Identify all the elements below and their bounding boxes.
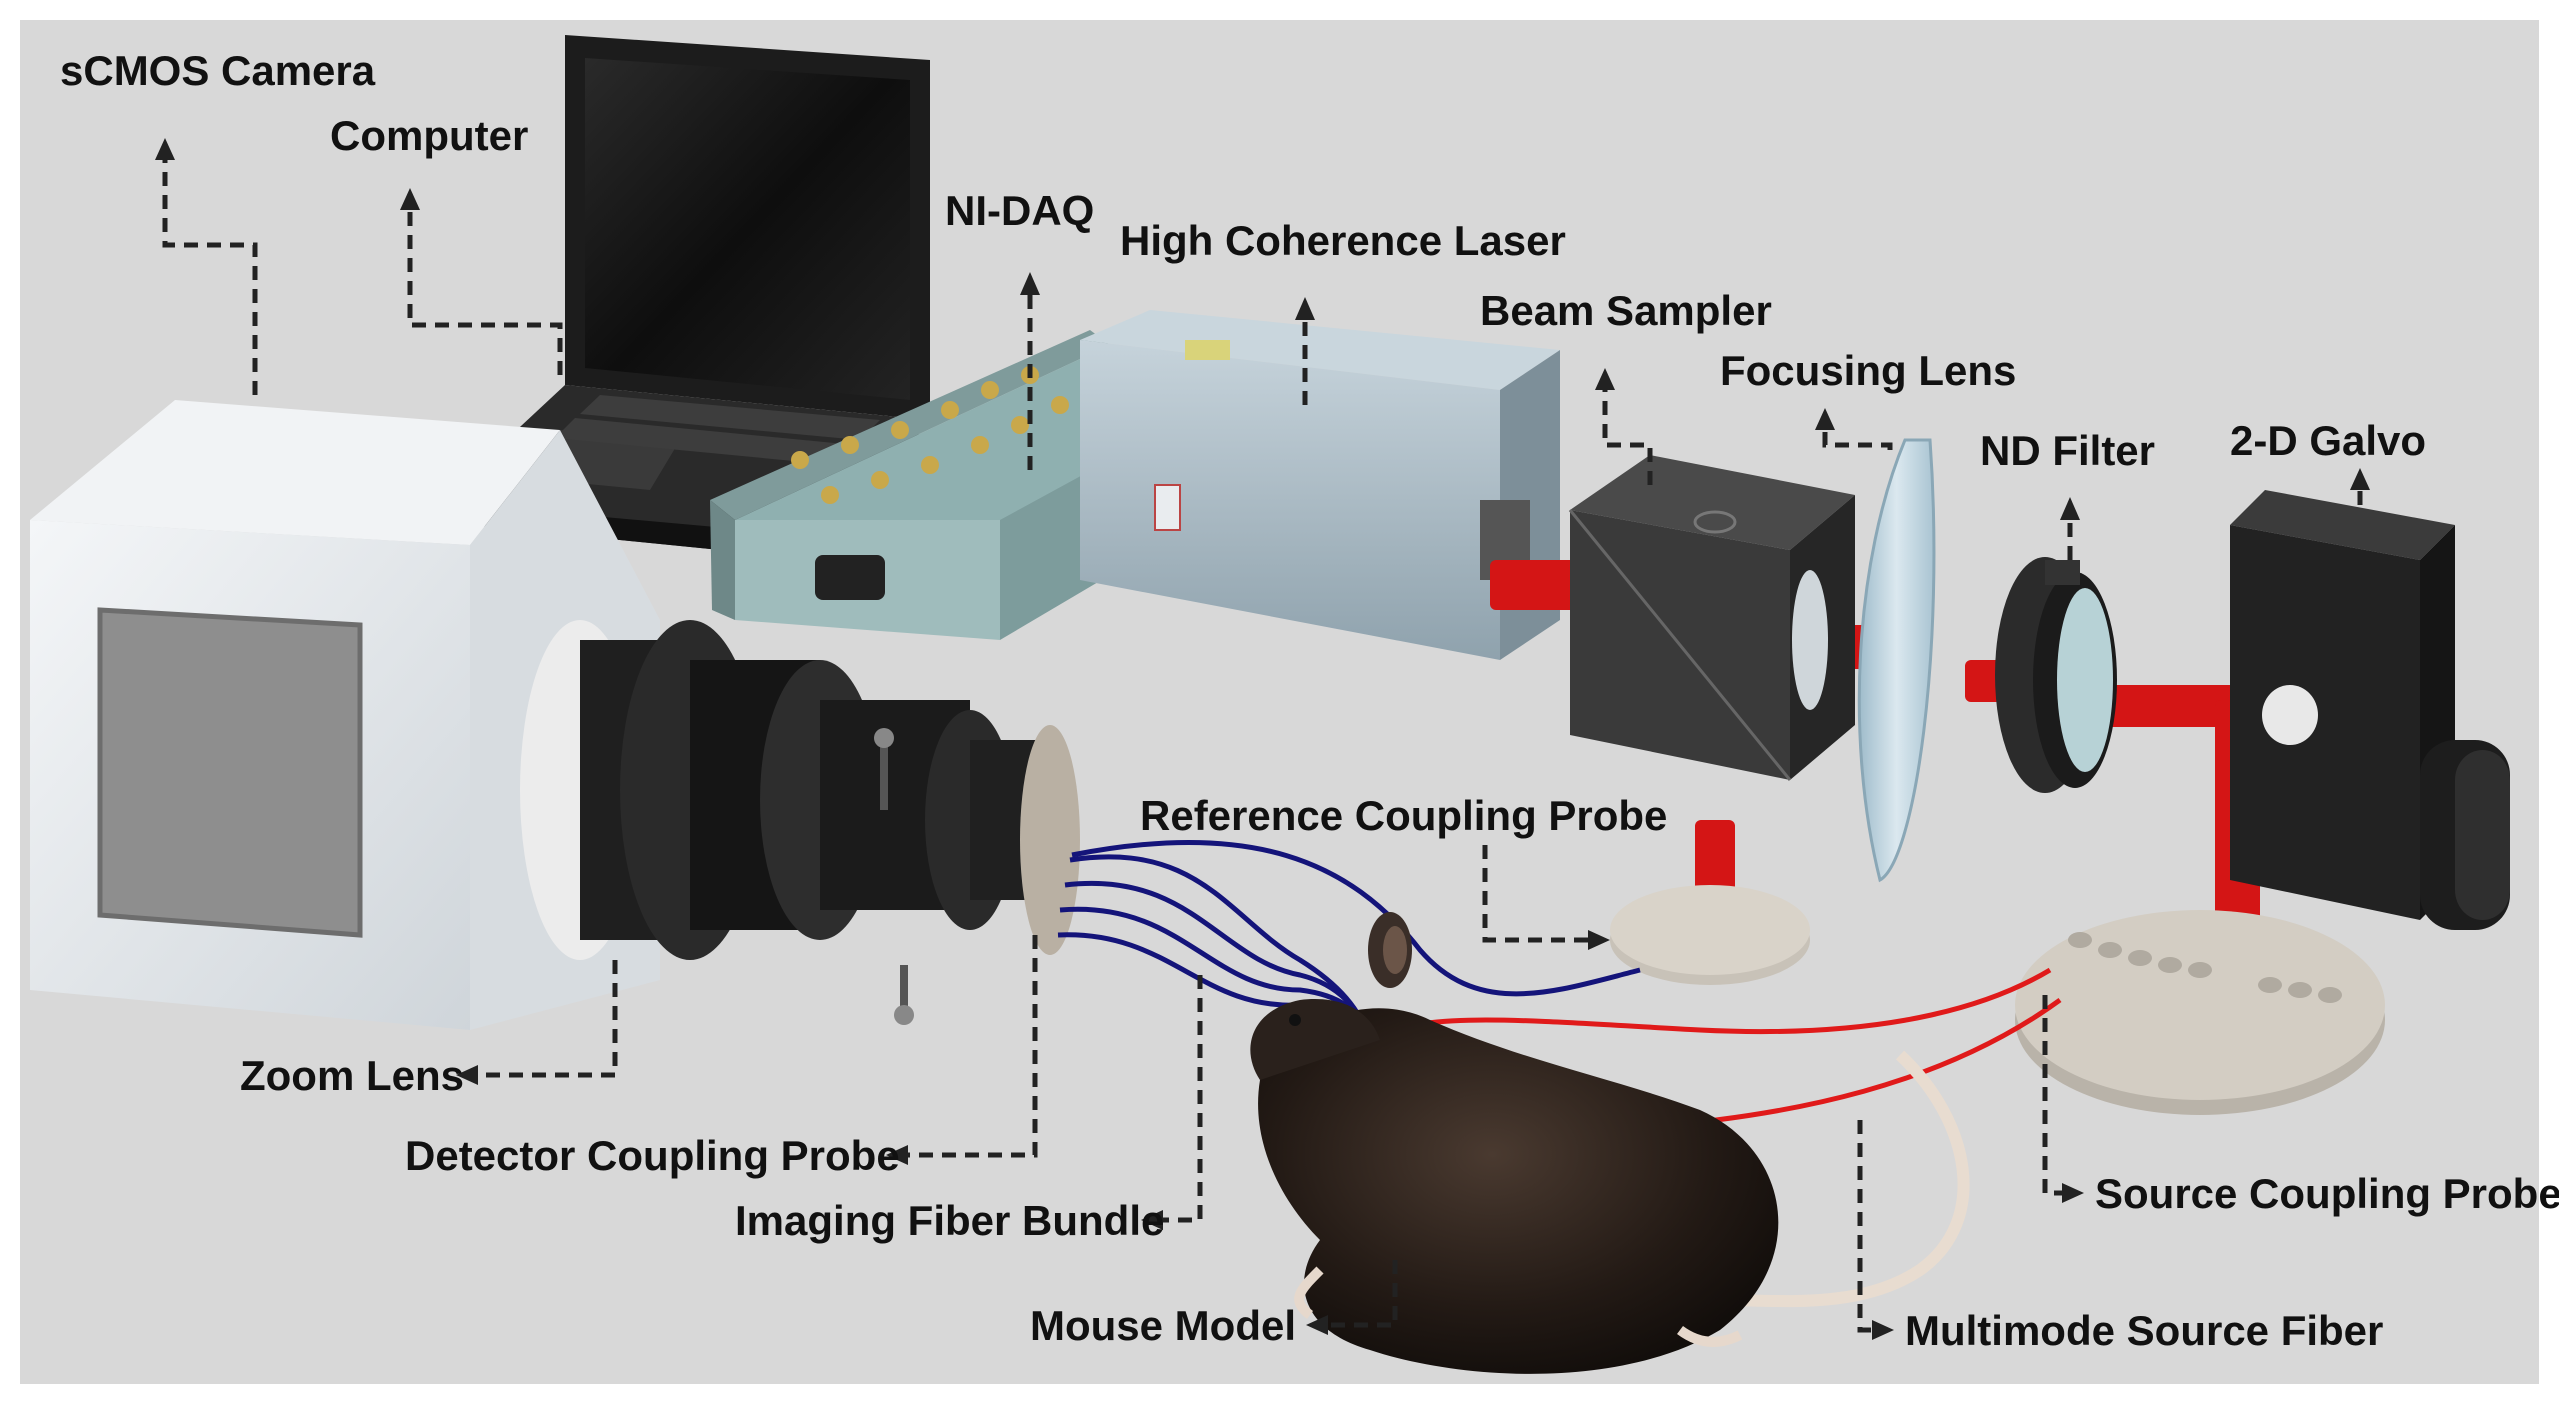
label-scmos-camera: sCMOS Camera <box>60 47 376 94</box>
label-reference-coupling-probe: Reference Coupling Probe <box>1140 792 1667 839</box>
label-ni-daq: NI-DAQ <box>945 187 1094 234</box>
source-coupling-plate <box>2015 910 2385 1115</box>
label-nd-filter: ND Filter <box>1980 427 2155 474</box>
galvo-scanner <box>2230 490 2510 930</box>
mouse-model <box>1250 912 1970 1374</box>
label-multimode-source-fiber: Multimode Source Fiber <box>1905 1307 2383 1354</box>
label-mouse-model: Mouse Model <box>1030 1302 1296 1349</box>
scmos-camera <box>30 400 660 1030</box>
ni-daq-box <box>710 330 1110 640</box>
nd-filter <box>1995 557 2117 793</box>
label-beam-sampler: Beam Sampler <box>1480 287 1772 334</box>
beam-sampler-cube <box>1568 455 1855 985</box>
label-imaging-fiber-bundle: Imaging Fiber Bundle <box>735 1197 1164 1244</box>
focusing-lens <box>1857 438 1936 883</box>
computer-laptop <box>420 35 930 560</box>
label-detector-coupling-probe: Detector Coupling Probe <box>405 1132 900 1179</box>
leader-lines <box>155 138 2370 1340</box>
label-computer: Computer <box>330 112 528 159</box>
label-source-coupling-probe: Source Coupling Probe <box>2095 1170 2559 1217</box>
zoom-lens <box>520 620 1080 1025</box>
labels: sCMOS Camera Computer NI-DAQ High Cohere… <box>60 47 2559 1354</box>
label-zoom-lens: Zoom Lens <box>240 1052 464 1099</box>
label-high-coherence-laser: High Coherence Laser <box>1120 217 1566 264</box>
label-focusing-lens: Focusing Lens <box>1720 347 2016 394</box>
label-2d-galvo: 2-D Galvo <box>2230 417 2426 464</box>
